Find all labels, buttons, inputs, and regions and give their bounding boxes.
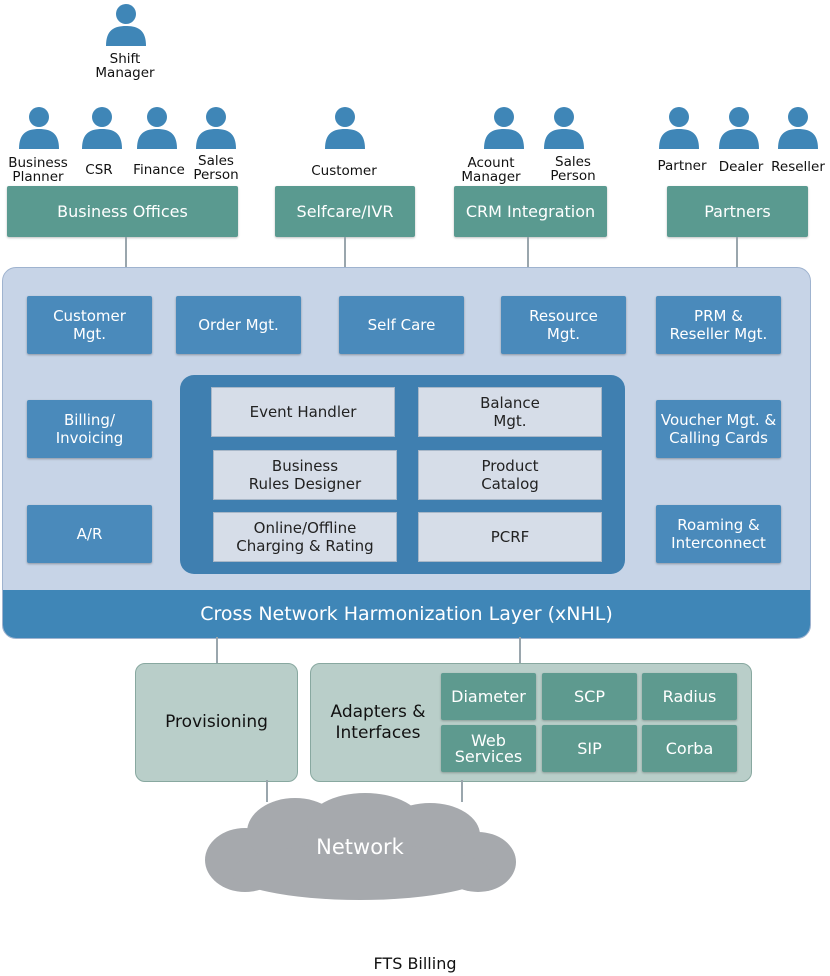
- provisioning-panel: Provisioning: [135, 663, 298, 782]
- user-label-dealer: Dealer: [718, 159, 764, 175]
- user-label-finance: Finance: [133, 162, 185, 178]
- xnhl-layer: Cross Network Harmonization Layer (xNHL): [3, 590, 810, 638]
- module-ar: A/R: [27, 505, 152, 563]
- connector-line: [461, 780, 463, 802]
- person-icon: [135, 105, 179, 149]
- network-label: Network: [316, 835, 404, 859]
- connector-line: [736, 237, 738, 268]
- connector-line: [216, 637, 218, 664]
- person-icon: [776, 105, 820, 149]
- core-business-rules-designer: Business Rules Designer: [213, 450, 397, 500]
- provisioning-label: Provisioning: [165, 712, 268, 732]
- channel-crm-integration: CRM Integration: [454, 186, 607, 237]
- connector-line: [266, 780, 268, 802]
- user-label-sales-person: Sales Person: [193, 153, 239, 183]
- module-order-mgt: Order Mgt.: [176, 296, 301, 354]
- core-product-catalog: Product Catalog: [418, 450, 602, 500]
- connector-line: [125, 237, 127, 268]
- adapters-title: Adapters & Interfaces: [330, 701, 426, 743]
- core-pcrf: PCRF: [418, 512, 602, 562]
- person-icon: [717, 105, 761, 149]
- person-icon: [542, 105, 586, 149]
- channel-partners: Partners: [667, 186, 808, 237]
- module-voucher-mgt: Voucher Mgt. & Calling Cards: [656, 400, 781, 458]
- connector-line: [344, 237, 346, 268]
- adapter-sip: SIP: [542, 725, 637, 772]
- module-resource-mgt: Resource Mgt.: [501, 296, 626, 354]
- module-billing-invoicing: Billing/ Invoicing: [27, 400, 152, 458]
- connector-line: [519, 637, 521, 664]
- adapter-corba: Corba: [642, 725, 737, 772]
- user-label-sales-person: Sales Person: [550, 154, 596, 184]
- user-label-customer: Customer: [311, 163, 377, 179]
- module-roaming-interconnect: Roaming & Interconnect: [656, 505, 781, 563]
- channel-selfcare-ivr: Selfcare/IVR: [275, 186, 415, 237]
- user-label-business-planner: Business Planner: [8, 155, 68, 185]
- module-prm-reseller-mgt: PRM & Reseller Mgt.: [656, 296, 781, 354]
- user-label-partner: Partner: [657, 158, 707, 174]
- person-icon: [80, 105, 124, 149]
- person-icon: [482, 105, 526, 149]
- core-balance-mgt: Balance Mgt.: [418, 387, 602, 437]
- user-label-csr: CSR: [85, 162, 113, 178]
- person-icon: [104, 2, 148, 46]
- core-event-handler: Event Handler: [211, 387, 395, 437]
- person-icon: [194, 105, 238, 149]
- network-cloud-icon: [200, 790, 520, 905]
- person-icon: [657, 105, 701, 149]
- channel-business-offices: Business Offices: [7, 186, 238, 237]
- adapter-scp: SCP: [542, 673, 637, 720]
- module-self-care: Self Care: [339, 296, 464, 354]
- person-icon: [323, 105, 367, 149]
- core-online-offline-charging: Online/Offline Charging & Rating: [213, 512, 397, 562]
- user-label-shift-manager: Shift Manager: [95, 51, 155, 81]
- user-label-reseller: Reseller: [771, 159, 825, 175]
- figure-caption: FTS Billing: [373, 954, 457, 973]
- adapter-radius: Radius: [642, 673, 737, 720]
- person-icon: [17, 105, 61, 149]
- module-customer-mgt: Customer Mgt.: [27, 296, 152, 354]
- adapter-diameter: Diameter: [441, 673, 536, 720]
- user-label-account-manager: Acount Manager: [461, 155, 521, 185]
- connector-line: [527, 237, 529, 268]
- adapter-web-services: Web Services: [441, 725, 536, 772]
